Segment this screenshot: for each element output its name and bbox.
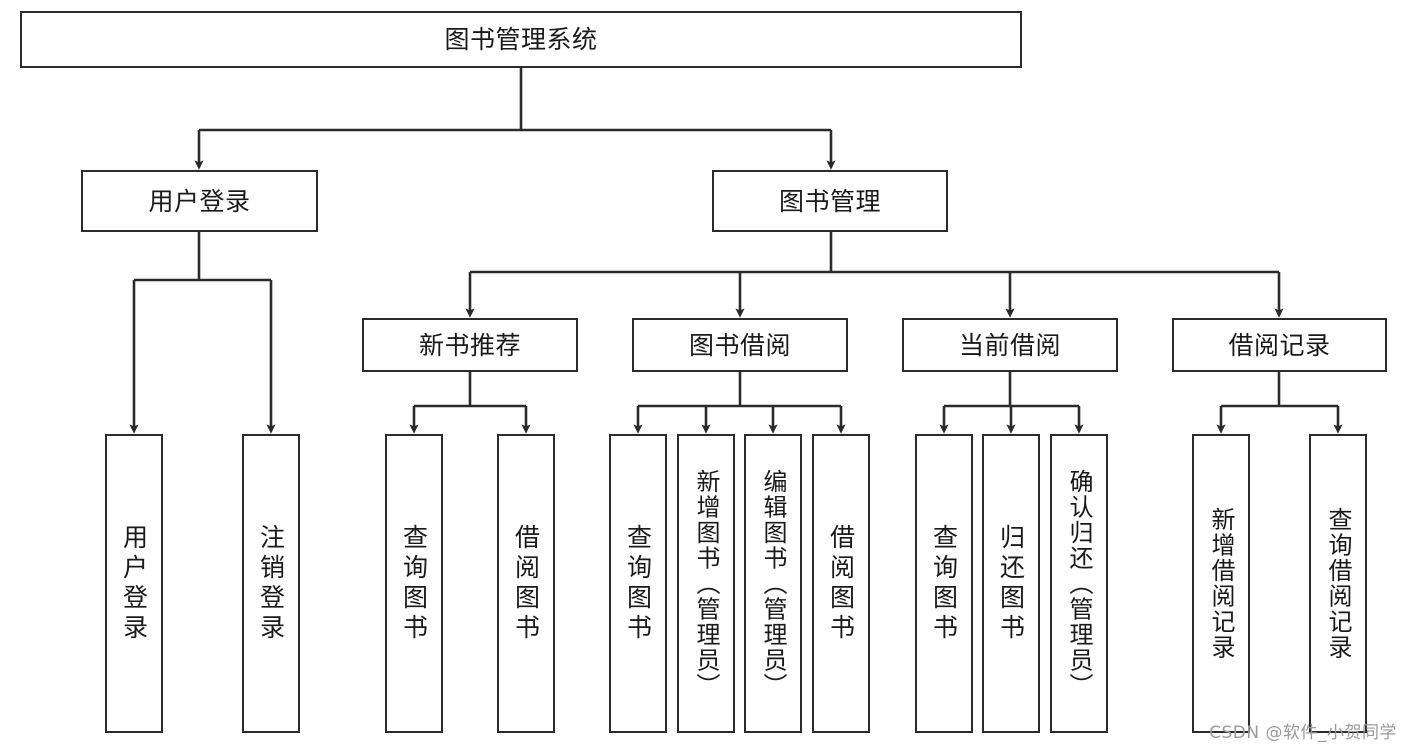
node-label: 确认归还（管理员）	[1065, 468, 1093, 699]
leaf-new-book-borrow-books[interactable]: 借阅图书	[497, 434, 555, 733]
leaf-current-borrow-return-books[interactable]: 归还图书	[982, 434, 1040, 733]
node-label: 图书借阅	[688, 330, 791, 360]
leaf-borrow-record-query-record[interactable]: 查询借阅记录	[1309, 434, 1367, 733]
node-label: 新书推荐	[418, 330, 521, 360]
node-label: 查询借阅记录	[1324, 507, 1352, 660]
leaf-book-borrow-borrow-books[interactable]: 借阅图书	[812, 434, 870, 733]
leaf-borrow-record-add-record[interactable]: 新增借阅记录	[1192, 434, 1250, 733]
node-label: 新增借阅记录	[1207, 507, 1235, 660]
node-book-borrowing[interactable]: 图书借阅	[632, 318, 848, 372]
node-current-borrowing[interactable]: 当前借阅	[902, 318, 1118, 372]
node-label: 注销登录	[256, 523, 286, 644]
node-borrow-records[interactable]: 借阅记录	[1172, 318, 1387, 372]
node-book-management[interactable]: 图书管理	[712, 170, 948, 232]
node-label: 归还图书	[996, 523, 1026, 644]
leaf-book-borrow-query-books[interactable]: 查询图书	[609, 434, 667, 733]
node-label: 借阅图书	[511, 523, 541, 644]
node-label: 用户登录	[119, 523, 149, 644]
node-label: 图书管理系统	[444, 25, 598, 54]
leaf-book-borrow-add-book-admin[interactable]: 新增图书（管理员）	[677, 434, 735, 733]
node-label: 图书管理	[778, 186, 881, 216]
node-user-login[interactable]: 用户登录	[81, 170, 318, 232]
leaf-current-borrow-query-books[interactable]: 查询图书	[915, 434, 973, 733]
node-label: 编辑图书（管理员）	[759, 468, 787, 699]
leaf-book-borrow-edit-book-admin[interactable]: 编辑图书（管理员）	[744, 434, 802, 733]
leaf-current-borrow-confirm-return-admin[interactable]: 确认归还（管理员）	[1050, 434, 1108, 733]
node-label: 借阅图书	[826, 523, 856, 644]
node-label: 新增图书（管理员）	[692, 468, 720, 699]
node-root-book-management-system[interactable]: 图书管理系统	[20, 11, 1022, 68]
leaf-user-login-logout[interactable]: 注销登录	[242, 434, 300, 733]
leaf-new-book-query-books[interactable]: 查询图书	[385, 434, 443, 733]
node-label: 借阅记录	[1228, 330, 1331, 360]
node-new-book-recommendation[interactable]: 新书推荐	[362, 318, 578, 372]
node-label: 查询图书	[399, 523, 429, 644]
leaf-user-login-login[interactable]: 用户登录	[105, 434, 163, 733]
node-label: 查询图书	[929, 523, 959, 644]
node-label: 当前借阅	[958, 330, 1061, 360]
node-label: 查询图书	[623, 523, 653, 644]
node-label: 用户登录	[148, 186, 251, 216]
